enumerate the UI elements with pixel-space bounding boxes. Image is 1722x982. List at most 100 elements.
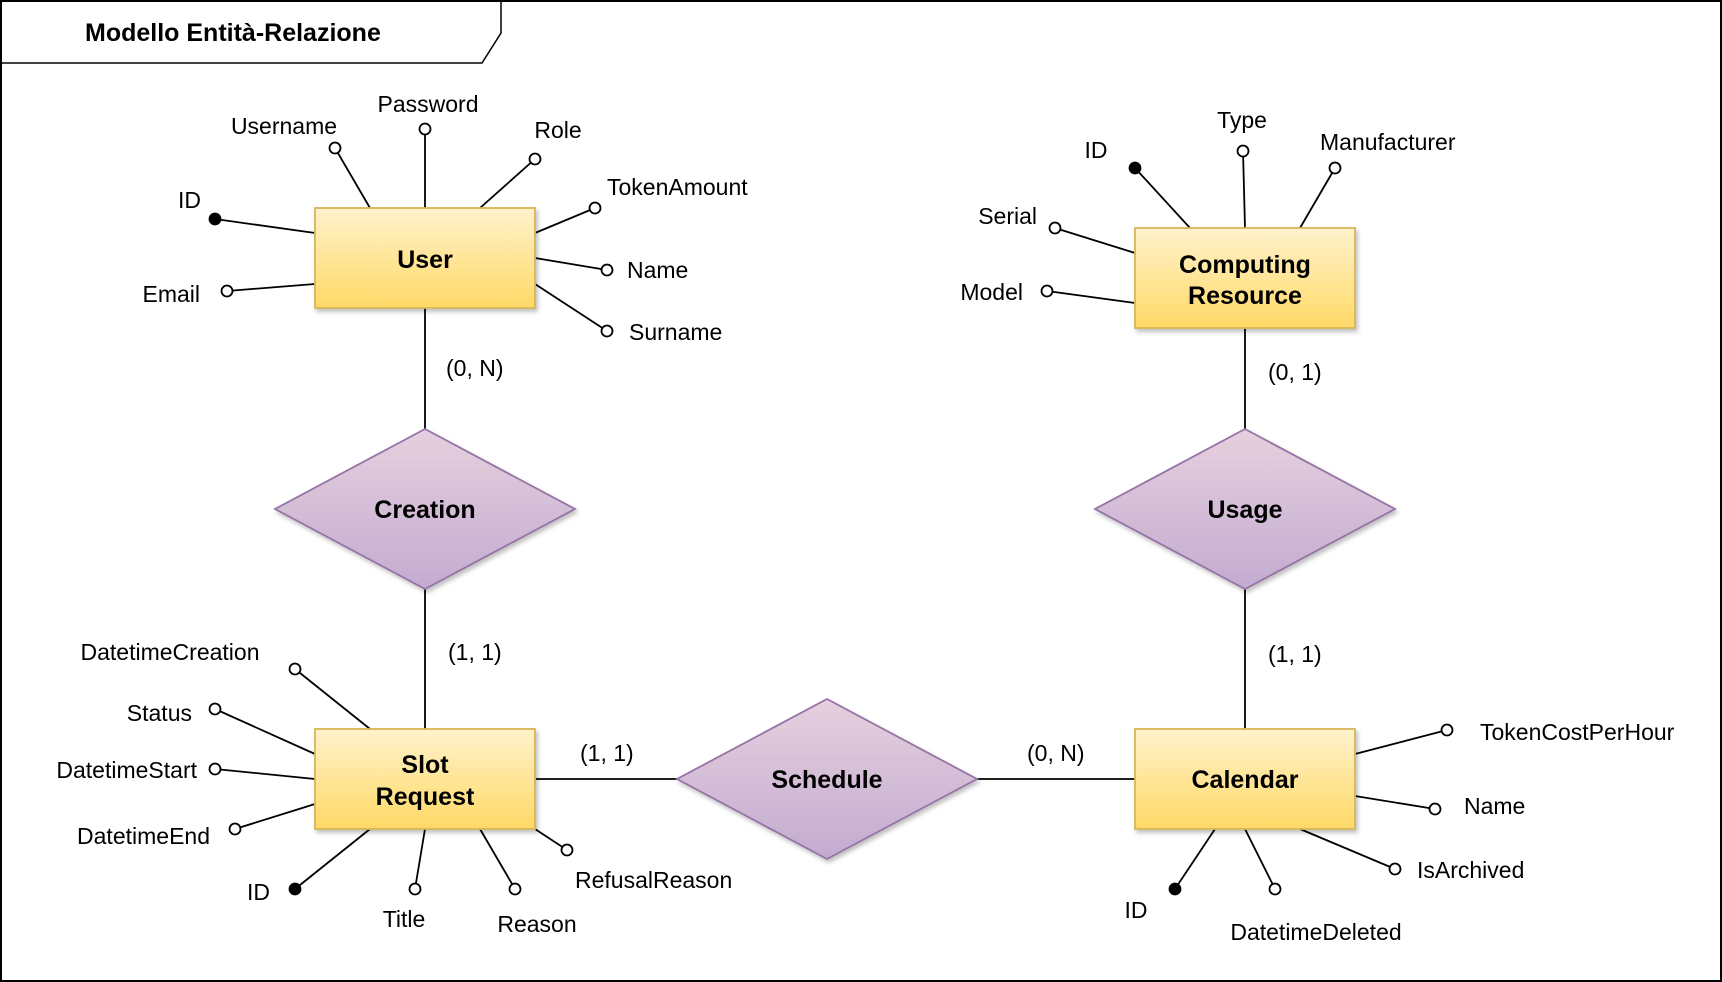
- entity-computing-resource-label-line-1: Computing: [1179, 251, 1311, 279]
- relationship-creation[interactable]: Creation: [273, 427, 577, 591]
- attr-label-cal-id: ID: [1125, 897, 1148, 923]
- attr-marker-sr-status: [208, 702, 222, 716]
- attr-label-cal-datetime-deleted: DatetimeDeleted: [1230, 919, 1401, 945]
- attr-label-sr-id: ID: [247, 879, 270, 905]
- attr-marker-user-email: [220, 284, 234, 298]
- attr-line-cal-id: [1174, 828, 1216, 890]
- attr-marker-user-password: [418, 122, 432, 136]
- entity-slot-request[interactable]: Slot Request: [314, 728, 536, 830]
- relationship-usage-shape: [1093, 427, 1397, 591]
- attr-label-cal-token-cost: TokenCostPerHour: [1480, 719, 1675, 745]
- attr-marker-sr-datetime-end: [228, 822, 242, 836]
- entity-computing-resource-label-line-2: Resource: [1188, 282, 1302, 310]
- attr-label-sr-datetime-creation: DatetimeCreation: [81, 639, 260, 665]
- entity-computing-resource-box: [1134, 227, 1356, 329]
- entity-calendar-label: Calendar: [1192, 766, 1299, 794]
- attr-line-user-username: [334, 147, 371, 209]
- attr-line-cal-token-cost: [1354, 729, 1448, 755]
- entity-slot-request-label-line-1: Slot: [401, 751, 449, 779]
- attr-label-cr-manufacturer: Manufacturer: [1320, 129, 1456, 155]
- attr-line-cal-is-archived: [1299, 828, 1396, 870]
- attr-line-user-email: [226, 283, 316, 292]
- relationship-schedule-label: Schedule: [771, 766, 882, 794]
- attr-marker-cal-datetime-deleted: [1268, 882, 1282, 896]
- attr-marker-sr-id-key: [288, 882, 302, 896]
- relationship-schedule-shape: [675, 697, 979, 861]
- attr-line-sr-status: [214, 708, 316, 755]
- entity-user-box: [314, 207, 536, 309]
- attr-marker-cr-model: [1040, 284, 1054, 298]
- cardinality-computing-resource-usage: (0, 1): [1268, 359, 1322, 385]
- attr-label-sr-datetime-end: DatetimeEnd: [77, 823, 210, 849]
- attr-label-sr-reason: Reason: [497, 911, 576, 937]
- attr-line-cal-name: [1354, 795, 1436, 810]
- attr-marker-user-name: [600, 263, 614, 277]
- relationship-creation-shape: [273, 427, 577, 591]
- attr-label-cr-model: Model: [960, 279, 1023, 305]
- entity-user-label: User: [397, 246, 453, 274]
- attr-label-user-surname: Surname: [629, 319, 722, 345]
- attribute-lines: [214, 129, 1448, 890]
- attribute-markers: [208, 122, 1454, 896]
- attr-marker-cr-serial: [1048, 221, 1062, 235]
- entity-computing-resource[interactable]: Computing Resource: [1134, 227, 1356, 329]
- attr-label-user-email: Email: [142, 281, 200, 307]
- cardinality-slot-request-schedule: (1, 1): [580, 740, 634, 766]
- entity-calendar-box: [1134, 728, 1356, 830]
- attr-label-cal-is-archived: IsArchived: [1417, 857, 1524, 883]
- attribute-labels: Username Password Role TokenAmount ID Em…: [56, 91, 1674, 945]
- attr-marker-user-id-key: [208, 212, 222, 226]
- attr-line-user-id: [214, 218, 316, 234]
- attr-label-user-password: Password: [378, 91, 479, 117]
- entity-calendar[interactable]: Calendar: [1134, 728, 1356, 830]
- attr-label-user-name: Name: [627, 257, 688, 283]
- entity-slot-request-box: [314, 728, 536, 830]
- attr-marker-user-surname: [600, 324, 614, 338]
- attr-line-cr-serial: [1054, 227, 1136, 254]
- attr-marker-user-role: [528, 152, 542, 166]
- attr-label-sr-datetime-start: DatetimeStart: [56, 757, 197, 783]
- attr-line-sr-datetime-end: [234, 803, 316, 830]
- attr-marker-sr-title: [408, 882, 422, 896]
- relationship-creation-label: Creation: [374, 496, 475, 524]
- attr-line-sr-datetime-creation: [294, 668, 371, 730]
- attr-marker-cr-id-key: [1128, 161, 1142, 175]
- attr-label-cr-type: Type: [1217, 107, 1267, 133]
- entity-slot-request-label-line-2: Request: [376, 783, 475, 811]
- attr-label-sr-status: Status: [127, 700, 192, 726]
- attr-line-sr-reason: [479, 828, 516, 890]
- attr-label-cal-name: Name: [1464, 793, 1525, 819]
- attr-label-sr-refusal-reason: RefusalReason: [575, 867, 732, 893]
- attr-label-cr-serial: Serial: [978, 203, 1037, 229]
- attr-marker-cr-manufacturer: [1328, 161, 1342, 175]
- attr-marker-sr-refusal-reason: [560, 843, 574, 857]
- attr-line-cr-manufacturer: [1299, 167, 1336, 229]
- attr-label-sr-title: Title: [383, 906, 426, 932]
- cardinality-labels: (0, N) (1, 1) (0, 1) (1, 1) (1, 1) (0, N…: [446, 355, 1322, 766]
- attr-line-cal-datetime-deleted: [1244, 828, 1276, 890]
- attr-line-sr-id: [294, 828, 371, 890]
- attr-label-user-id: ID: [178, 187, 201, 213]
- attr-marker-cr-type: [1236, 144, 1250, 158]
- attr-label-cr-id: ID: [1085, 137, 1108, 163]
- attr-marker-sr-datetime-creation: [288, 662, 302, 676]
- entity-user[interactable]: User: [314, 207, 536, 309]
- attr-line-user-token: [534, 207, 596, 234]
- attr-marker-cal-name: [1428, 802, 1442, 816]
- attr-line-sr-title: [414, 828, 426, 890]
- attr-line-cr-model: [1046, 290, 1136, 304]
- relationship-schedule[interactable]: Schedule: [675, 697, 979, 861]
- attr-line-user-role: [479, 158, 536, 209]
- relationship-usage-label: Usage: [1207, 496, 1282, 524]
- relationship-usage[interactable]: Usage: [1093, 427, 1397, 591]
- attr-label-user-role: Role: [534, 117, 581, 143]
- cardinality-user-creation: (0, N): [446, 355, 504, 381]
- attr-marker-cal-id-key: [1168, 882, 1182, 896]
- cardinality-calendar-usage: (1, 1): [1268, 641, 1322, 667]
- attr-marker-cal-is-archived: [1388, 862, 1402, 876]
- cardinality-calendar-schedule: (0, N): [1027, 740, 1085, 766]
- attr-marker-sr-reason: [508, 882, 522, 896]
- attr-line-cr-type: [1242, 150, 1246, 229]
